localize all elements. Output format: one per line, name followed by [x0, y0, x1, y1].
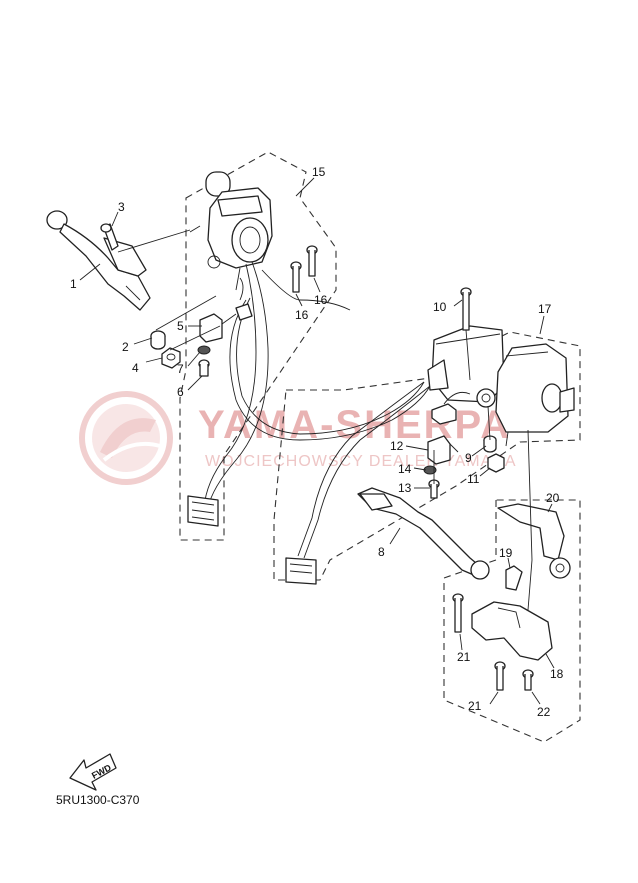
- callout-11: 11: [467, 472, 480, 486]
- callout-5: 5: [177, 319, 184, 333]
- assembly-outline-15: [179, 151, 337, 541]
- diagram-code: 5RU1300-C370: [56, 793, 140, 807]
- fwd-arrow-icon: FWD: [69, 753, 117, 791]
- left-wiring-harness: [187, 261, 431, 527]
- callout-18: 18: [550, 667, 564, 681]
- callout-20: 20: [546, 491, 560, 505]
- callout-21-b: 21: [468, 699, 482, 713]
- screw-6: [198, 359, 210, 377]
- watermark-brand: YAMA-SHERPA: [198, 403, 511, 447]
- callout-22: 22: [537, 705, 551, 719]
- pin-19: [505, 565, 523, 591]
- callout-13: 13: [398, 481, 412, 495]
- callout-12: 12: [390, 439, 404, 453]
- callout-7: 7: [177, 362, 184, 376]
- callout-15: 15: [312, 165, 326, 179]
- right-wiring-harness: [285, 381, 431, 585]
- callout-19: 19: [499, 546, 513, 560]
- master-cylinder: [427, 325, 505, 408]
- screw-16-b: [290, 261, 302, 293]
- watermark-logo: [79, 391, 173, 485]
- left-handlebar-switch: [189, 171, 273, 291]
- brake-switch: [427, 391, 471, 465]
- collar-2: [150, 330, 166, 350]
- lever-holder-18: [471, 429, 553, 661]
- screw-22: [522, 669, 534, 691]
- clutch-lever: [46, 210, 151, 311]
- callout-17: 17: [538, 302, 552, 316]
- callout-labels: 1 2 3 4 5 6 7 8 9 10 11 12 13 14 15 16 1…: [70, 165, 564, 719]
- callout-9: 9: [465, 451, 472, 465]
- right-handlebar-switch: [495, 343, 575, 447]
- callout-2: 2: [122, 340, 129, 354]
- callout-16-a: 16: [314, 293, 328, 307]
- clutch-switch: [199, 277, 253, 343]
- assembly-outline-18: [443, 499, 581, 743]
- callout-21-a: 21: [457, 650, 471, 664]
- callout-4: 4: [132, 361, 139, 375]
- leader-lines: [79, 177, 555, 705]
- lever-holder-20: [497, 503, 571, 579]
- callout-16-b: 16: [295, 308, 309, 322]
- nut-4: [161, 347, 181, 369]
- screw-3: [100, 223, 119, 251]
- bolt-21-a: [452, 593, 464, 633]
- screw-16-a: [306, 245, 318, 277]
- callout-10: 10: [433, 300, 447, 314]
- callout-3: 3: [118, 200, 125, 214]
- callout-6: 6: [177, 385, 184, 399]
- callout-14: 14: [398, 462, 412, 476]
- nut-11: [487, 453, 505, 473]
- callout-1: 1: [70, 277, 77, 291]
- washer-7: [197, 345, 211, 355]
- bolt-21-b: [494, 661, 506, 691]
- screw-13: [428, 479, 440, 499]
- bolt-10: [460, 287, 472, 331]
- callout-8: 8: [378, 545, 385, 559]
- brake-lever: [357, 487, 490, 580]
